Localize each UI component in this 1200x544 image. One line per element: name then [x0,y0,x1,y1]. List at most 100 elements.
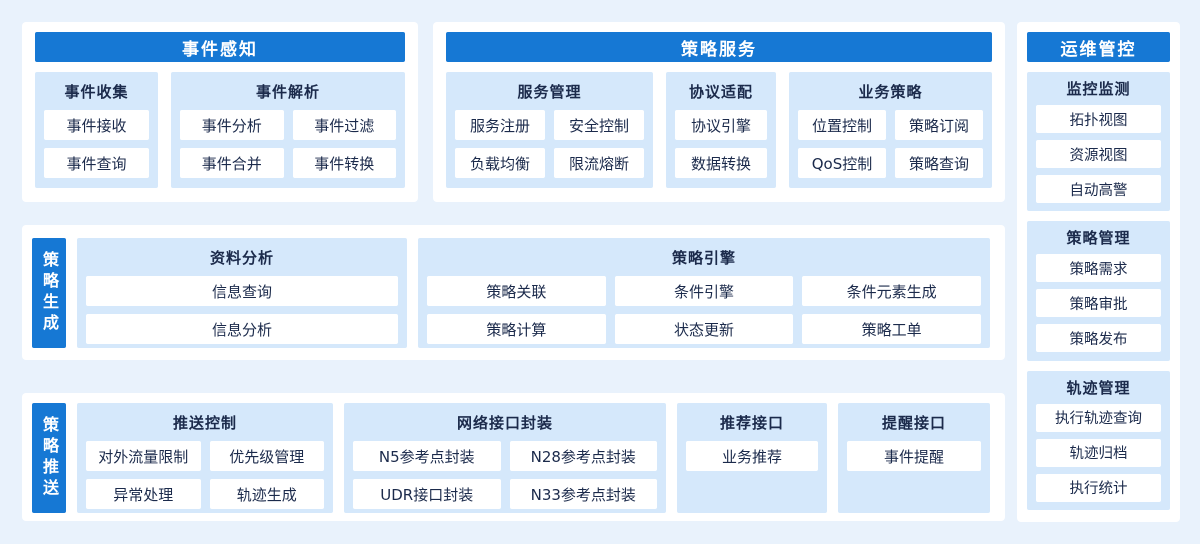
group-policy-engine: 策略引擎 策略关联 条件引擎 条件元素生成 策略计算 状态更新 策略工单 [418,238,990,348]
main-column: 事件感知 事件收集 事件接收 事件查询 事件解析 事件分析 事件过滤 [22,22,1005,522]
group-title: 协议适配 [688,83,753,101]
group-title: 策略引擎 [671,249,736,267]
policy-generation-row: 策略生成 资料分析 信息查询 信息分析 策略引擎 策略关联 条件引擎 条件元素生… [22,225,1005,360]
group-title: 网络接口封装 [456,414,553,432]
group-items: 事件分析 事件过滤 事件合并 事件转换 [180,110,396,178]
module-item: 策略需求 [1036,254,1161,283]
group-trajectory-management: 轨迹管理 执行轨迹查询 轨迹归档 执行统计 [1027,370,1170,510]
policy-push-panel: 策略推送 推送控制 对外流量限制 优先级管理 异常处理 轨迹生成 网络接口封装 … [22,393,1005,521]
group-business-policy: 业务策略 位置控制 策略订阅 QoS控制 策略查询 [789,72,992,188]
group-title: 事件解析 [255,83,320,101]
module-item: 优先级管理 [209,441,324,471]
module-item: 事件转换 [292,148,396,178]
module-item: 策略查询 [895,148,983,178]
group-title: 服务管理 [517,83,582,101]
module-item: 策略工单 [802,314,981,344]
module-item: 安全控制 [554,110,644,140]
group-service-management: 服务管理 服务注册 安全控制 负载均衡 限流熔断 [446,72,653,188]
group-event-collection: 事件收集 事件接收 事件查询 [35,72,158,188]
group-remind-interface: 提醒接口 事件提醒 [838,403,990,513]
group-monitoring: 监控监测 拓扑视图 资源视图 自动高警 [1027,72,1170,212]
module-item: 执行轨迹查询 [1036,403,1161,432]
policy-service-body: 服务管理 服务注册 安全控制 负载均衡 限流熔断 协议适配 协议引擎 数据转换 [446,72,992,188]
group-items: 协议引擎 数据转换 [675,110,767,178]
group-items: 位置控制 策略订阅 QoS控制 策略查询 [798,110,983,178]
group-title: 轨迹管理 [1066,378,1131,397]
top-row: 事件感知 事件收集 事件接收 事件查询 事件解析 事件分析 事件过滤 [22,22,1005,202]
group-items: 拓扑视图 资源视图 自动高警 [1036,105,1161,203]
module-item: 轨迹归档 [1036,438,1161,467]
section-title-policy-generation: 策略生成 [32,238,66,348]
group-title: 监控监测 [1066,80,1131,98]
module-item: 数据转换 [675,148,767,178]
module-item: 信息分析 [86,314,398,344]
module-item: 限流熔断 [554,148,644,178]
module-item: 资源视图 [1036,140,1161,168]
group-items: 事件接收 事件查询 [44,110,149,178]
group-title: 提醒接口 [881,414,946,432]
module-item: 信息查询 [86,276,398,306]
module-item: 事件接收 [44,110,149,140]
group-policy-management: 策略管理 策略需求 策略审批 策略发布 [1027,221,1170,361]
module-item: 业务推荐 [686,441,818,471]
group-items: 服务注册 安全控制 负载均衡 限流熔断 [455,110,644,178]
module-item: 协议引擎 [675,110,767,140]
group-network-interface-encapsulation: 网络接口封装 N5参考点封装 N28参考点封装 UDR接口封装 N33参考点封装 [344,403,666,513]
group-title: 资料分析 [209,249,274,267]
section-title-policy-push: 策略推送 [32,403,66,513]
group-title: 业务策略 [858,83,923,101]
section-title-ops-control: 运维管控 [1027,32,1170,62]
group-data-analysis: 资料分析 信息查询 信息分析 [77,238,407,348]
module-item: 负载均衡 [455,148,545,178]
module-item: 策略订阅 [895,110,983,140]
group-items: 事件提醒 [847,441,981,471]
section-title-policy-service: 策略服务 [446,32,992,62]
module-item: 事件分析 [180,110,284,140]
module-item: 事件查询 [44,148,149,178]
group-title: 推荐接口 [719,414,784,432]
module-item: 策略关联 [427,276,606,306]
module-item: 对外流量限制 [86,441,201,471]
group-push-control: 推送控制 对外流量限制 优先级管理 异常处理 轨迹生成 [77,403,333,513]
event-perception-body: 事件收集 事件接收 事件查询 事件解析 事件分析 事件过滤 事件合并 事件转换 [35,72,405,188]
module-item: 策略计算 [427,314,606,344]
module-item: 自动高警 [1036,175,1161,203]
ops-control-panel: 运维管控 监控监测 拓扑视图 资源视图 自动高警 策略管理 策略需求 策略审批 … [1017,22,1180,522]
group-items: 策略关联 条件引擎 条件元素生成 策略计算 状态更新 策略工单 [427,276,981,344]
module-item: UDR接口封装 [353,479,501,509]
policy-generation-panel: 策略生成 资料分析 信息查询 信息分析 策略引擎 策略关联 条件引擎 条件元素生… [22,225,1005,360]
module-item: N33参考点封装 [509,479,657,509]
module-item: 条件元素生成 [802,276,981,306]
group-items: 信息查询 信息分析 [86,276,398,344]
event-perception-panel: 事件感知 事件收集 事件接收 事件查询 事件解析 事件分析 事件过滤 [22,22,418,202]
module-item: 状态更新 [614,314,794,344]
group-items: 执行轨迹查询 轨迹归档 执行统计 [1036,403,1161,502]
group-items: 对外流量限制 优先级管理 异常处理 轨迹生成 [86,441,324,509]
group-items: 业务推荐 [686,441,818,471]
group-items: 策略需求 策略审批 策略发布 [1036,254,1161,353]
group-items: N5参考点封装 N28参考点封装 UDR接口封装 N33参考点封装 [353,441,657,509]
module-item: 策略审批 [1036,289,1161,318]
module-item: 轨迹生成 [209,479,324,509]
group-event-parsing: 事件解析 事件分析 事件过滤 事件合并 事件转换 [171,72,405,188]
group-title: 推送控制 [172,414,237,432]
group-title: 事件收集 [64,83,129,101]
module-item: N28参考点封装 [509,441,657,471]
module-item: 策略发布 [1036,324,1161,353]
module-item: 事件合并 [180,148,284,178]
module-item: N5参考点封装 [353,441,501,471]
module-item: 条件引擎 [614,276,794,306]
module-item: 事件过滤 [292,110,396,140]
policy-push-row: 策略推送 推送控制 对外流量限制 优先级管理 异常处理 轨迹生成 网络接口封装 … [22,393,1005,521]
module-item: 位置控制 [798,110,886,140]
section-title-event-perception: 事件感知 [35,32,405,62]
group-recommend-interface: 推荐接口 业务推荐 [677,403,827,513]
group-protocol-adaptation: 协议适配 协议引擎 数据转换 [666,72,776,188]
module-item: 服务注册 [455,110,545,140]
group-title: 策略管理 [1066,229,1131,248]
module-item: QoS控制 [798,148,886,178]
module-item: 拓扑视图 [1036,105,1161,133]
policy-service-panel: 策略服务 服务管理 服务注册 安全控制 负载均衡 限流熔断 协议适配 [433,22,1005,202]
module-item: 事件提醒 [847,441,981,471]
